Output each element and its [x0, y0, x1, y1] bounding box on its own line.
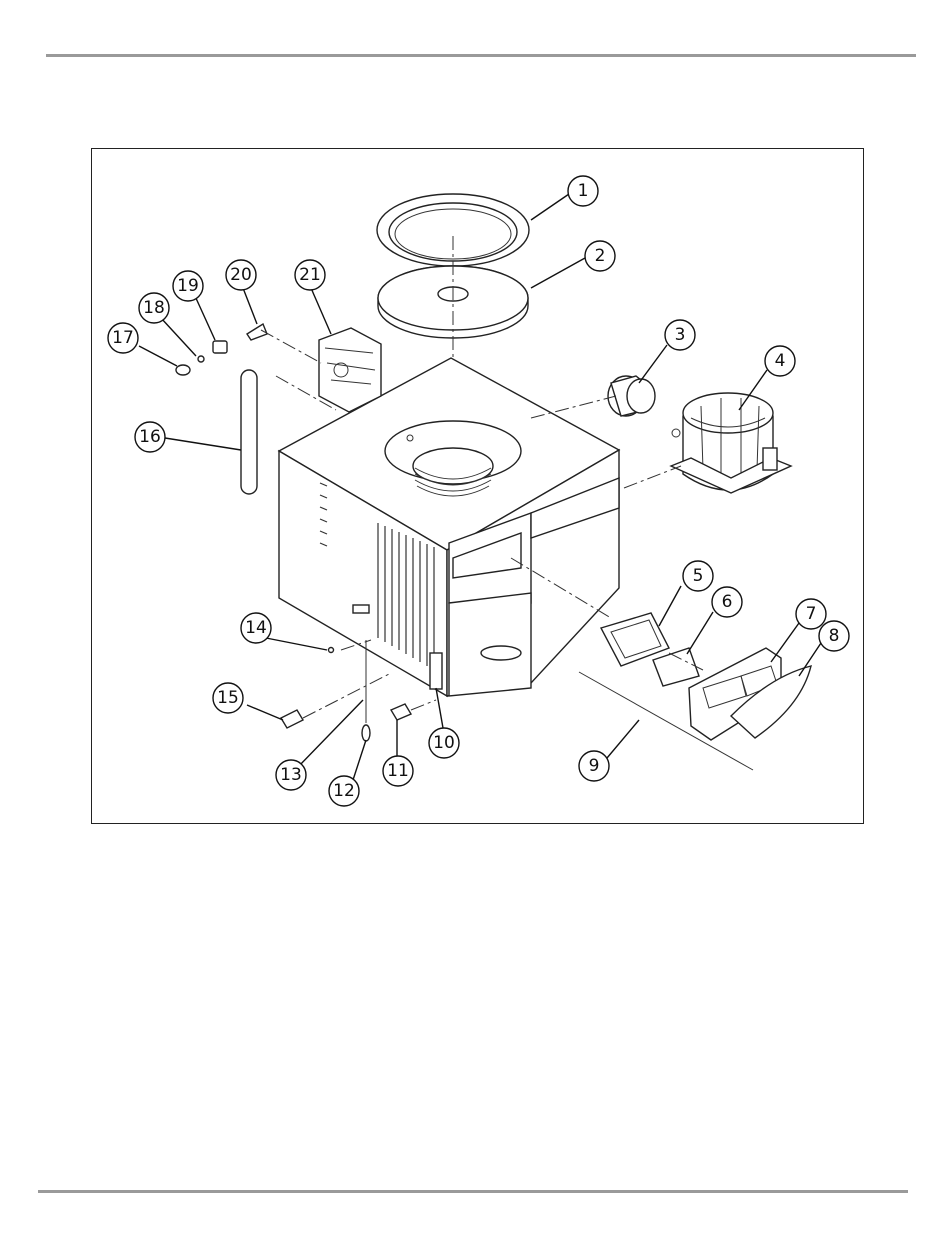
- display-lens: [653, 648, 699, 686]
- svg-text:9: 9: [589, 756, 600, 776]
- centerline-compressor: [624, 466, 681, 488]
- centerline-valve: [303, 673, 391, 718]
- wing-valve: [281, 710, 303, 728]
- centerline-motor: [531, 396, 616, 418]
- callout-6: 6: [712, 587, 742, 617]
- callout-14: 14: [241, 613, 271, 643]
- callout-17: 17: [108, 323, 138, 353]
- lid-plate: [378, 266, 528, 338]
- callout-21: 21: [295, 260, 325, 290]
- svg-text:12: 12: [333, 781, 355, 801]
- svg-text:3: 3: [675, 325, 686, 345]
- svg-text:11: 11: [387, 761, 409, 781]
- compressor: [671, 393, 791, 493]
- callout-12: 12: [329, 776, 359, 806]
- svg-text:7: 7: [806, 604, 817, 624]
- svg-text:14: 14: [245, 618, 267, 638]
- callout-1: 1: [568, 176, 598, 206]
- cap-nut: [176, 365, 190, 375]
- callout-10: 10: [429, 728, 459, 758]
- small-screw: [198, 356, 204, 362]
- callout-16: 16: [135, 422, 165, 452]
- svg-text:19: 19: [177, 276, 199, 296]
- svg-text:21: 21: [299, 265, 321, 285]
- callout-3: 3: [665, 320, 695, 350]
- svg-text:15: 15: [217, 688, 239, 708]
- svg-text:5: 5: [693, 566, 704, 586]
- svg-text:13: 13: [280, 765, 302, 785]
- svg-text:16: 16: [139, 427, 161, 447]
- callout-13: 13: [276, 760, 306, 790]
- rear-switch-panel: [430, 653, 442, 689]
- svg-text:6: 6: [722, 592, 733, 612]
- callout-7: 7: [796, 599, 826, 629]
- bottom-rule: [38, 1190, 908, 1193]
- callout-4: 4: [765, 346, 795, 376]
- callout-5: 5: [683, 561, 713, 591]
- label-plate: [353, 605, 369, 613]
- drain-plug: [362, 725, 370, 741]
- exploded-parts-diagram: 1 2 3 4 5 6 7 8 9 10 11 12 13 14 15 16 1…: [91, 148, 864, 824]
- callout-9: 9: [579, 751, 609, 781]
- callout-8: 8: [819, 621, 849, 651]
- centerline-box: [261, 330, 321, 363]
- screw: [329, 648, 334, 653]
- callout-19: 19: [173, 271, 203, 301]
- svg-text:8: 8: [829, 626, 840, 646]
- svg-text:1: 1: [578, 181, 589, 201]
- tube: [241, 370, 257, 494]
- svg-text:10: 10: [433, 733, 455, 753]
- svg-text:17: 17: [112, 328, 134, 348]
- svg-text:4: 4: [775, 351, 786, 371]
- callout-2: 2: [585, 241, 615, 271]
- callout-11: 11: [383, 756, 413, 786]
- top-rule: [46, 54, 916, 57]
- svg-text:20: 20: [230, 265, 252, 285]
- svg-text:2: 2: [595, 246, 606, 266]
- svg-text:18: 18: [143, 298, 165, 318]
- centerline-relief: [411, 700, 436, 710]
- electrical-box: [319, 328, 381, 412]
- callout-18: 18: [139, 293, 169, 323]
- callout-15: 15: [213, 683, 243, 713]
- strain-relief: [391, 704, 411, 720]
- fitting: [213, 341, 227, 353]
- callout-20: 20: [226, 260, 256, 290]
